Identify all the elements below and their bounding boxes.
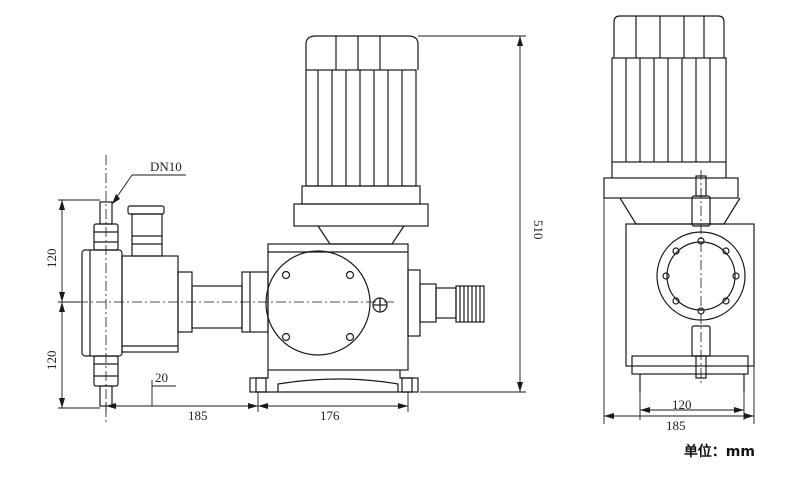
width-176-label: 176 xyxy=(320,408,340,423)
dn10-label: DN10 xyxy=(150,159,182,174)
side-120-label: 120 xyxy=(672,397,692,412)
height-510-label: 510 xyxy=(531,220,546,240)
width-185-label: 185 xyxy=(188,408,208,423)
front-dimensions xyxy=(58,35,526,412)
side-185-label: 185 xyxy=(666,418,686,433)
lower-120-label: 120 xyxy=(44,351,59,371)
offset-20-label: 20 xyxy=(155,370,168,385)
side-dimensions xyxy=(603,198,755,424)
unit-label: 单位：mm xyxy=(683,444,755,460)
front-view xyxy=(60,35,485,425)
side-view xyxy=(603,15,755,392)
upper-120-label: 120 xyxy=(44,249,59,269)
